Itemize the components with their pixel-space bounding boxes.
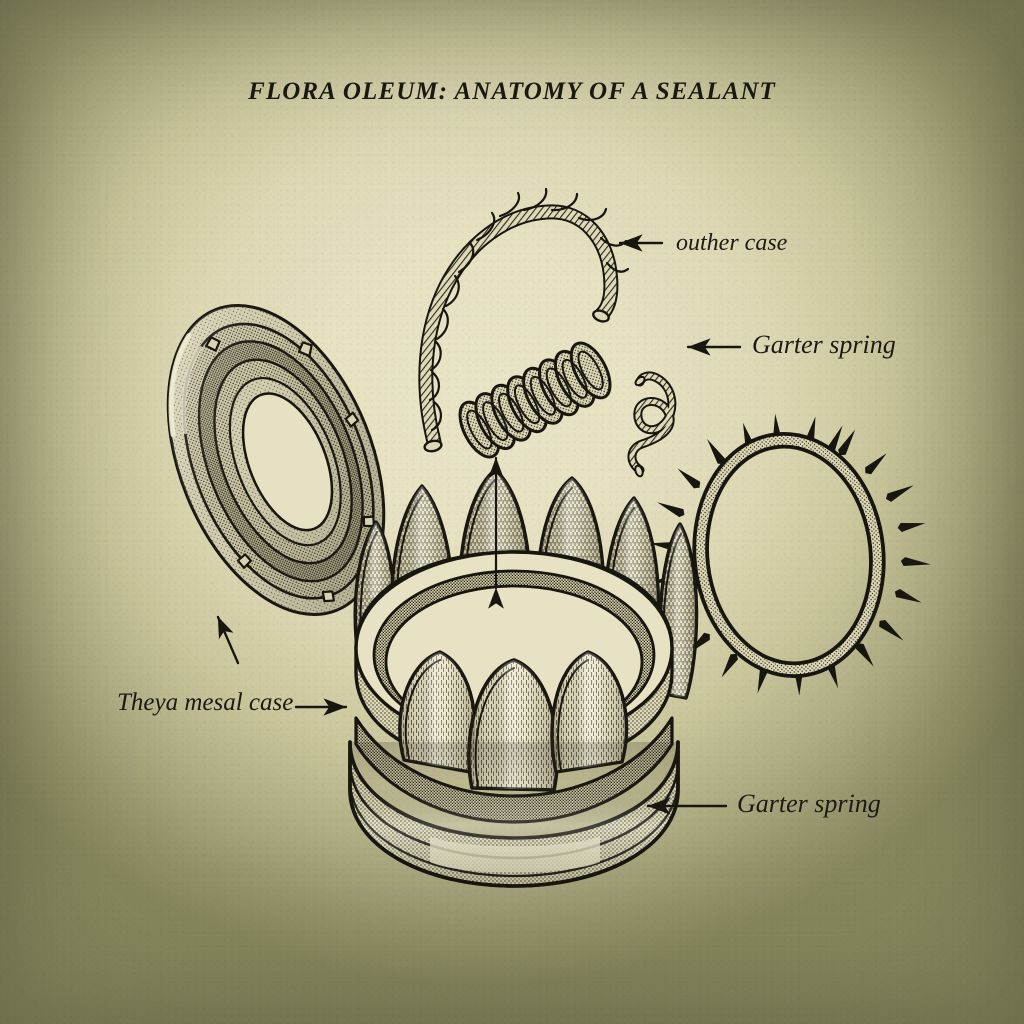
crown-base-band	[348, 740, 680, 888]
label-theya-mesal-case: Theya mesal case	[117, 689, 294, 716]
label-outher-case: outher case	[676, 230, 788, 256]
component-coil-spring	[458, 341, 612, 459]
component-crown-vessel	[348, 468, 699, 888]
label-garter-spring-top: Garter spring	[752, 330, 896, 359]
component-wire-squiggle	[627, 371, 677, 478]
annotation-arrows	[216, 234, 742, 815]
arrow-theya-up	[216, 615, 240, 665]
label-garter-spring-bottom: Garter spring	[737, 789, 881, 818]
page-title: FLORA OLEUM: ANATOMY OF A SEALANT	[248, 78, 776, 105]
component-braided-cord	[418, 187, 630, 453]
component-lid-ring	[166, 304, 386, 616]
